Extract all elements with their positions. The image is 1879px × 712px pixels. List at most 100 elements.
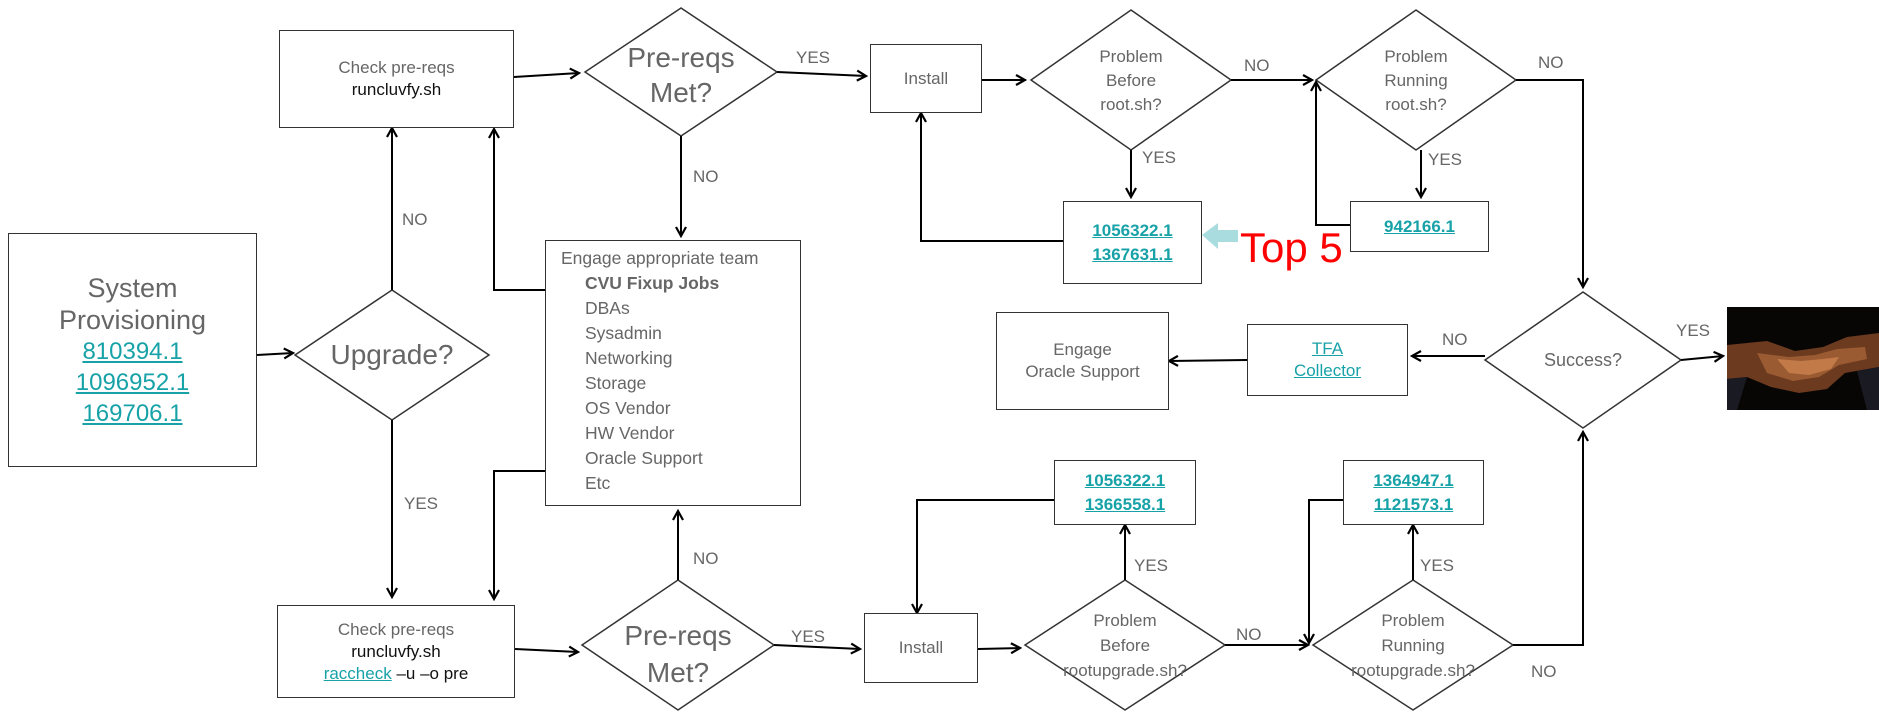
problem-before-root-l2: Before	[1105, 70, 1157, 90]
system-provisioning-box: System Provisioning 810394.1 1096952.1 1…	[8, 233, 257, 467]
engage-team-box: Engage appropriate team CVU Fixup Jobs D…	[545, 240, 801, 506]
top5-callout: Top 5	[1240, 224, 1343, 271]
prereqs-top-line2: Met?	[649, 77, 713, 108]
doc-link-1364947[interactable]: 1364947.1	[1373, 470, 1454, 490]
install-bottom-box: Install	[864, 613, 978, 683]
system-provisioning-title-2: Provisioning	[58, 304, 207, 335]
team-item-dbas: DBAs	[585, 298, 630, 318]
problem-before-upgrade-l1: Problem	[1093, 610, 1157, 630]
success-label-wrap: Success?	[1505, 345, 1661, 375]
doc-link-1096952[interactable]: 1096952.1	[75, 368, 190, 396]
handshake-image	[1727, 307, 1879, 410]
engage-oracle-support-box: Engage Oracle Support	[996, 312, 1169, 410]
label-no-running-root: NO	[1538, 53, 1564, 72]
arrow-topcheck-to-prereqs	[513, 73, 579, 77]
problem-running-upgrade-text: Problem Running rootupgrade.sh?	[1318, 606, 1508, 684]
prereqs-bottom-line1: Pre-reqs	[624, 620, 732, 651]
label-yes-prereqs-bottom: YES	[791, 627, 826, 646]
label-yes-running-upgrade: YES	[1420, 556, 1455, 575]
raccheck-link[interactable]: raccheck	[323, 663, 392, 683]
problem-running-root-diamond	[1314, 9, 1518, 151]
team-item-sysadmin: Sysadmin	[585, 323, 662, 343]
problem-before-upgrade-text: Problem Before rootupgrade.sh?	[1030, 606, 1220, 684]
team-item-etc: Etc	[585, 473, 611, 493]
arrow-install2-to-problem	[977, 648, 1020, 649]
doc-link-169706[interactable]: 169706.1	[82, 399, 183, 427]
problem-running-upgrade-l3: rootupgrade.sh?	[1351, 660, 1475, 680]
prereqs-top-line1: Pre-reqs	[627, 42, 735, 73]
raccheck-args: –u –o pre	[396, 663, 469, 683]
tfa-link-line2[interactable]: Collector	[1293, 361, 1362, 380]
label-no-prereqs-bottom: NO	[693, 549, 719, 568]
team-item-hw-vendor: HW Vendor	[585, 423, 675, 443]
problem-before-upgrade-l3: rootupgrade.sh?	[1063, 660, 1187, 680]
top-check-line1: Check pre-reqs	[338, 58, 455, 77]
bottom-check-line1: Check pre-reqs	[337, 619, 455, 639]
arrow-note2-to-install	[917, 499, 1054, 613]
problem-before-root-l1: Problem	[1099, 46, 1163, 66]
arrow-note-back-running	[1316, 82, 1350, 226]
note-before-root-box: 1056322.1 1367631.1	[1063, 201, 1202, 284]
arrow-start-to-upgrade	[256, 353, 293, 355]
arrow-success-yes	[1680, 356, 1723, 360]
label-yes-upgrade: YES	[404, 494, 439, 513]
top-check-line2: runcluvfy.sh	[351, 80, 442, 99]
prereqs-top-text: Pre-reqs Met?	[600, 40, 762, 110]
label-no-running-upgrade: NO	[1531, 662, 1557, 681]
note-running-upgrade-box: 1364947.1 1121573.1	[1343, 460, 1484, 525]
install-top-label: Install	[903, 68, 949, 88]
tfa-collector-box: TFA Collector	[1247, 324, 1408, 396]
problem-before-upgrade-l2: Before	[1099, 635, 1151, 655]
prereqs-bottom-diamond	[580, 579, 776, 711]
label-yes-running-root: YES	[1428, 150, 1463, 169]
label-no-upgrade: NO	[402, 210, 428, 229]
problem-running-upgrade-l1: Problem	[1381, 610, 1445, 630]
problem-running-root-l3: root.sh?	[1385, 94, 1447, 114]
engage-line1: Engage	[1053, 340, 1112, 359]
label-yes-success: YES	[1676, 321, 1711, 340]
problem-running-root-text: Problem Running root.sh?	[1345, 43, 1487, 118]
doc-link-1367631[interactable]: 1367631.1	[1092, 244, 1173, 264]
success-label: Success?	[1543, 349, 1623, 370]
problem-before-root-text: Problem Before root.sh?	[1060, 43, 1202, 118]
problem-running-upgrade-l2: Running	[1381, 635, 1445, 655]
problem-before-root-l3: root.sh?	[1100, 94, 1162, 114]
raccheck-line: raccheck –u –o pre	[324, 663, 469, 685]
arrow-tfa-to-engage	[1169, 360, 1248, 361]
team-item-os-vendor: OS Vendor	[585, 398, 671, 418]
label-no-success: NO	[1442, 330, 1468, 349]
doc-link-1366558[interactable]: 1366558.1	[1084, 494, 1166, 514]
arrow-prereqs-bottom-yes	[773, 645, 860, 649]
arrow-running-upgrade-no	[1513, 432, 1583, 646]
problem-running-upgrade-diamond	[1311, 579, 1515, 711]
top-check-prereqs-box: Check pre-reqs runcluvfy.sh	[279, 30, 514, 128]
arrow-note3-back	[1309, 499, 1343, 643]
doc-link-1056322[interactable]: 1056322.1	[1092, 220, 1173, 240]
install-top-box: Install	[870, 44, 982, 113]
arrow-team-to-topcheck	[494, 129, 545, 291]
engage-line2: Oracle Support	[1025, 362, 1140, 381]
label-no-before-root: NO	[1244, 56, 1270, 75]
problem-running-root-l2: Running	[1384, 70, 1448, 90]
doc-link-1056322-b[interactable]: 1056322.1	[1084, 470, 1166, 490]
system-provisioning-title: System	[87, 272, 178, 303]
problem-before-upgrade-diamond	[1023, 579, 1227, 711]
problem-running-root-l1: Problem	[1384, 46, 1448, 66]
tfa-link-line1[interactable]: TFA	[1311, 339, 1344, 358]
label-no-prereqs-top: NO	[693, 167, 719, 186]
team-title: Engage appropriate team	[561, 248, 759, 268]
prereqs-bottom-line2: Met?	[646, 657, 710, 688]
arrow-running-no-success	[1516, 79, 1583, 287]
label-no-before-upgrade: NO	[1236, 625, 1262, 644]
doc-link-810394[interactable]: 810394.1	[82, 337, 183, 365]
label-yes-before-root: YES	[1142, 148, 1177, 167]
doc-link-1121573[interactable]: 1121573.1	[1373, 494, 1454, 514]
team-item-cvu: CVU Fixup Jobs	[585, 273, 720, 293]
team-item-networking: Networking	[585, 348, 673, 368]
doc-link-942166[interactable]: 942166.1	[1384, 216, 1455, 236]
success-diamond	[1483, 291, 1683, 429]
arrow-note-to-install	[921, 113, 1063, 242]
arrow-team-to-bottomcheck	[494, 470, 545, 599]
